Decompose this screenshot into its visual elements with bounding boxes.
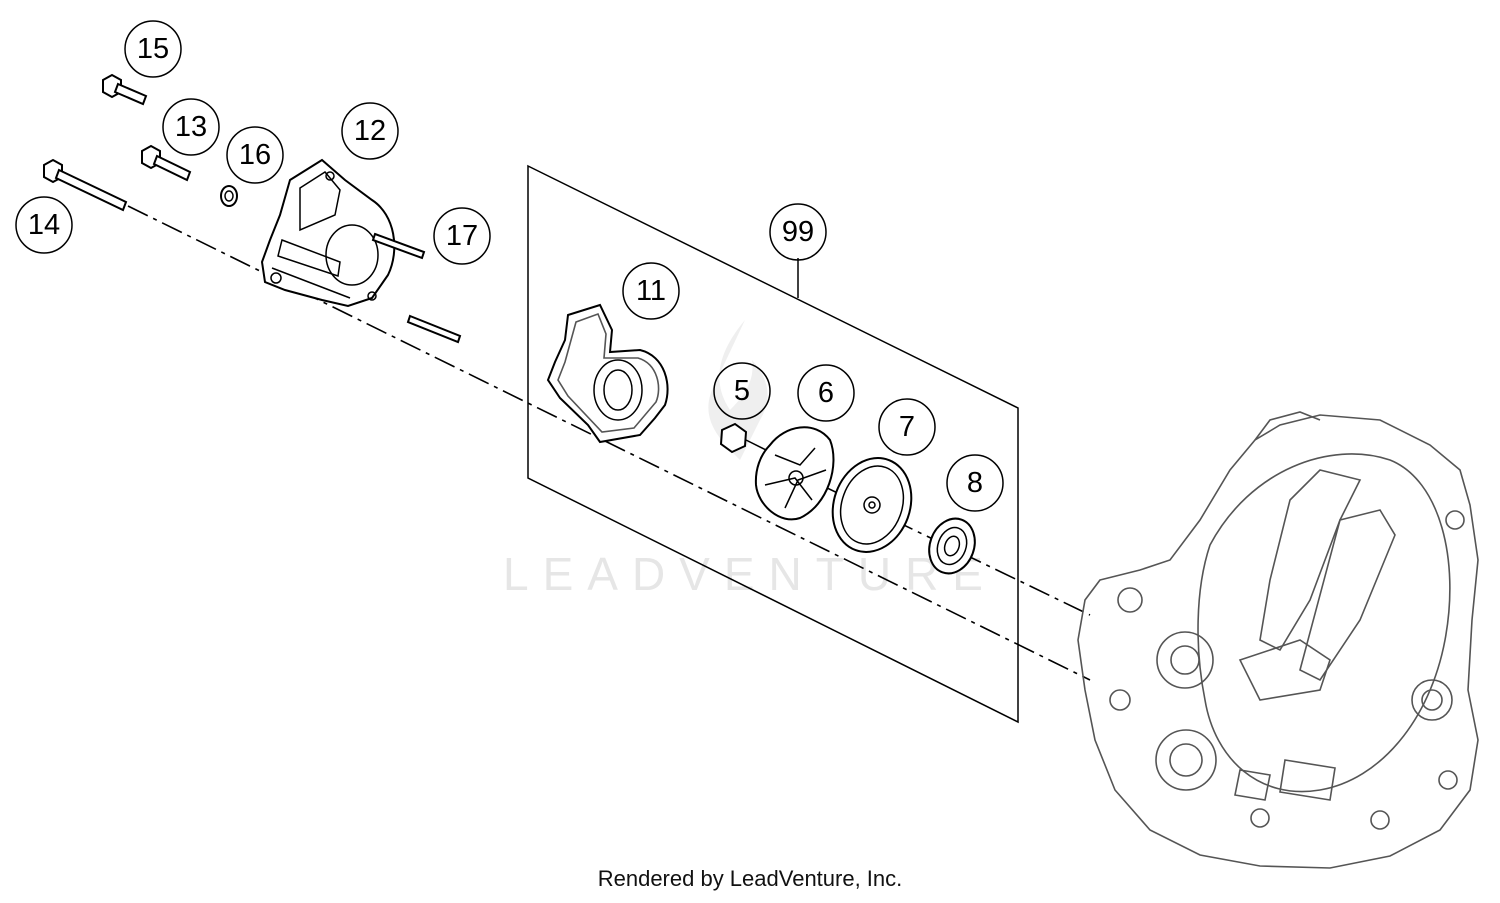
seal-part-8 [928, 517, 976, 575]
callout-14[interactable]: 14 [15, 196, 73, 254]
watermark: LEADVENTURE [503, 320, 997, 600]
callout-8[interactable]: 8 [946, 454, 1004, 512]
callout-label: 13 [175, 111, 207, 143]
callout-label: 7 [899, 411, 915, 443]
plate-part-7 [831, 457, 913, 553]
callout-11[interactable]: 11 [622, 262, 680, 320]
callout-label: 16 [239, 139, 271, 171]
dowel-pin-part-17 [371, 232, 462, 344]
callout-label: 14 [28, 209, 60, 241]
callout-15[interactable]: 15 [124, 20, 182, 78]
callout-label: 12 [354, 115, 386, 147]
watermark-text: LEADVENTURE [503, 548, 997, 600]
callout-17[interactable]: 17 [433, 207, 491, 265]
gasket-part-11 [546, 303, 669, 444]
callout-5[interactable]: 5 [713, 362, 771, 420]
callout-16[interactable]: 16 [226, 126, 284, 184]
callout-label: 15 [137, 33, 169, 65]
callout-13[interactable]: 13 [162, 98, 220, 156]
kit-outline-99 [527, 164, 1019, 724]
bolt-part-13 [141, 144, 192, 182]
bolt-part-14 [43, 158, 128, 212]
bolt-part-15 [102, 73, 148, 106]
footer-credit: Rendered by LeadVenture, Inc. [597, 866, 903, 891]
callout-label: 17 [446, 220, 478, 252]
callout-label: 11 [636, 275, 666, 307]
pump-cover-part-12 [260, 158, 396, 308]
callout-label: 6 [818, 377, 834, 409]
callout-label: 99 [782, 216, 814, 248]
callout-label: 5 [734, 375, 750, 407]
callout-6[interactable]: 6 [797, 364, 855, 422]
callout-12[interactable]: 12 [341, 102, 399, 160]
washer-part-16 [220, 185, 238, 207]
nut-part-5 [719, 422, 771, 454]
engine-cover-part [1077, 411, 1479, 869]
impeller-part-6 [754, 426, 835, 521]
callout-7[interactable]: 7 [878, 398, 936, 456]
callout-label: 8 [967, 467, 983, 499]
callout-99[interactable]: 99 [769, 203, 827, 261]
